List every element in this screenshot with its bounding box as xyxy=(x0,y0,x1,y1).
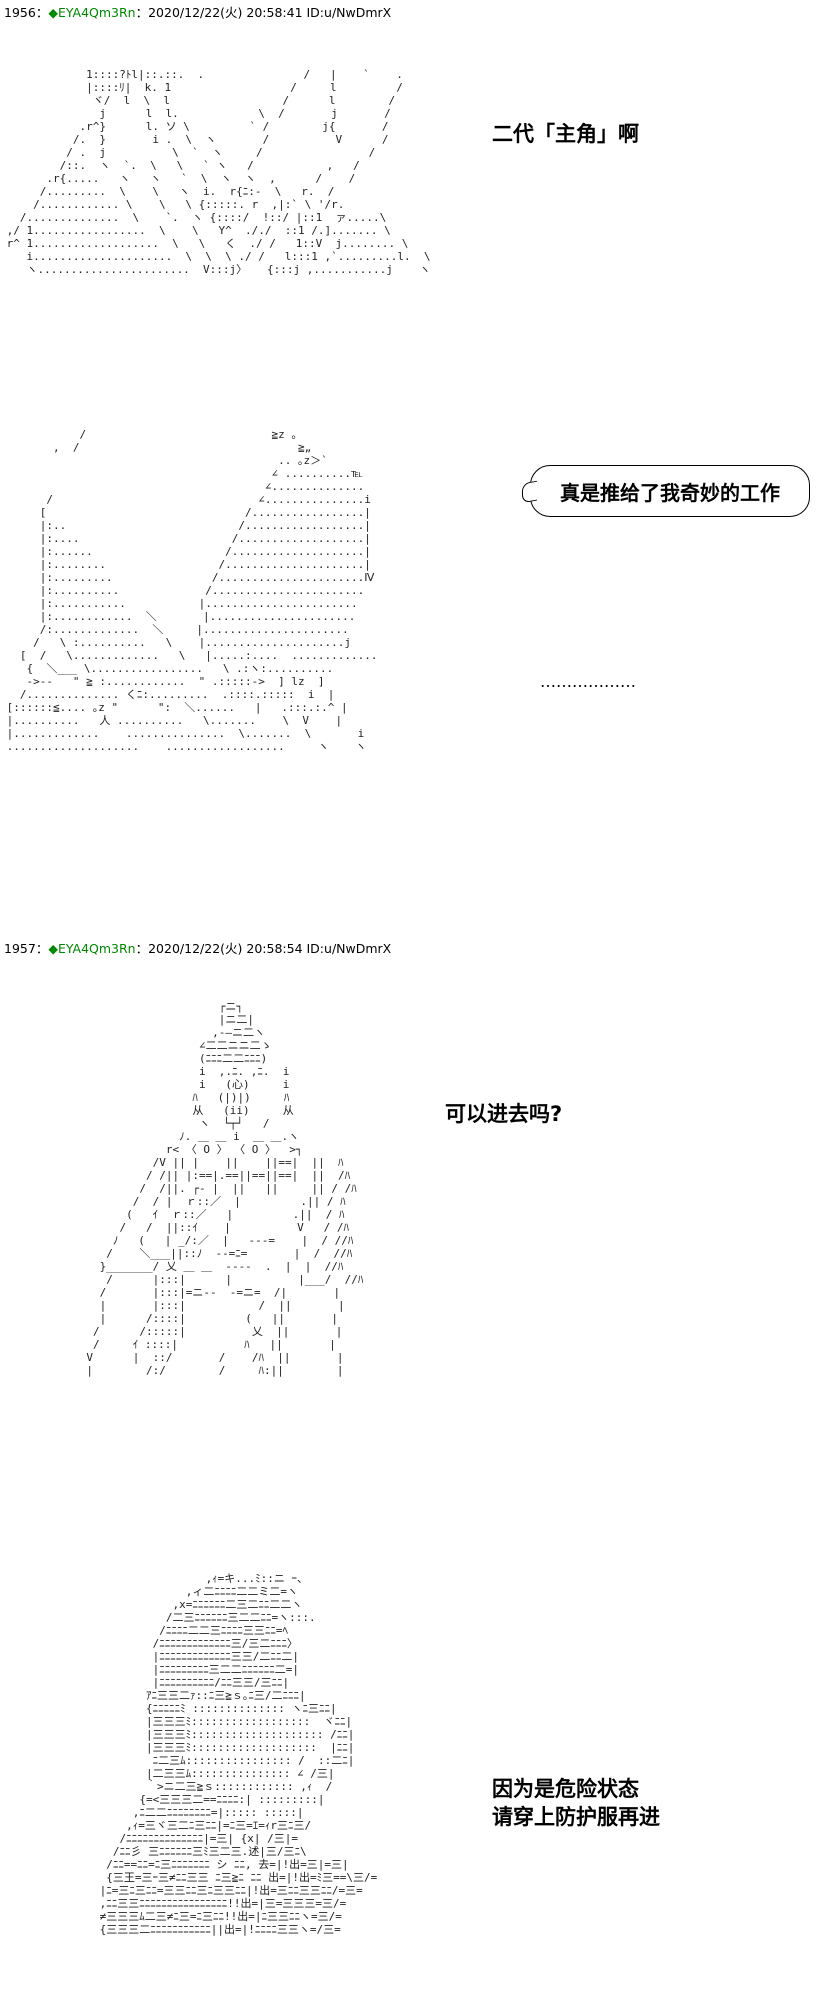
post-separator: ： xyxy=(35,941,49,956)
panel-1-caption: 二代「主角」啊 xyxy=(492,122,639,146)
post-separator: ： xyxy=(35,5,49,20)
post-header-1956: 1956：◆EYA4Qm3Rn：2020/12/22(火) 20:58:41 I… xyxy=(4,2,391,21)
ascii-art-panel-3: ┌ニ┐ |ニ二| ,-―ニ二ヽ ∠二二ニニ二ゝ (ﾆﾆﾆ二二ﾆﾆﾆ) i ,.ﾆ… xyxy=(86,1000,364,1377)
ascii-art-panel-1: 1::::?ﾄl|::.::. . / | ` . |::::ﾘ| k. 1 /… xyxy=(6,68,431,276)
trip-code: EYA4Qm3Rn xyxy=(57,941,136,956)
ascii-art-panel-4: ,ｨ=キ...ﾐ::ニ ｰ、 ,ィ二ﾆﾆﾆﾆ二二ミ二=ヽ ,x=ﾆﾆﾆﾆﾆﾆ二三… xyxy=(99,1572,378,1936)
trip-code: EYA4Qm3Rn xyxy=(57,5,136,20)
post-number: 1956 xyxy=(4,5,36,20)
speech-bubble-text: 真是推给了我奇妙的工作 xyxy=(560,480,780,505)
speech-bubble: 真是推给了我奇妙的工作 xyxy=(530,465,810,517)
panel-4-caption-line-1: 因为是危险状态 xyxy=(492,1777,639,1801)
post-header-1957: 1957：◆EYA4Qm3Rn：2020/12/22(火) 20:58:54 I… xyxy=(4,938,391,957)
ascii-art-panel-2: / ≧z 。 , / ≧„ .. ｡z＞` ∠ ..........℡ xyxy=(6,428,378,753)
panel-3-caption: 可以进去吗? xyxy=(445,1102,563,1126)
post-number: 1957 xyxy=(4,941,36,956)
post-meta: ：2020/12/22(火) 20:58:41 ID:u/NwDmrX xyxy=(135,5,392,20)
trip-diamond-icon: ◆ xyxy=(48,941,58,956)
trip-diamond-icon: ◆ xyxy=(48,5,58,20)
panel-2-ellipsis: ……………… xyxy=(540,672,636,691)
post-meta: ：2020/12/22(火) 20:58:54 ID:u/NwDmrX xyxy=(135,941,392,956)
panel-4-caption-line-2: 请穿上防护服再进 xyxy=(492,1805,660,1829)
